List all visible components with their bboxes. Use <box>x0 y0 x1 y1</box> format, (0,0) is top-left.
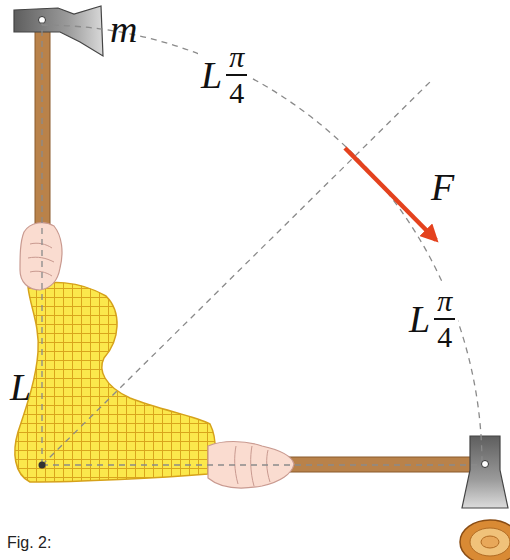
label-group: m <box>110 10 137 48</box>
symbol-label: L <box>409 300 430 338</box>
label-group: Lπ4 <box>198 40 250 110</box>
force-arrow <box>345 148 436 240</box>
pivot-dot <box>482 461 489 468</box>
log-ring <box>481 536 499 548</box>
symbol-label: π <box>226 42 247 76</box>
axe-head <box>462 436 508 508</box>
log-ring <box>470 528 510 556</box>
figure-caption: Fig. 2: <box>4 533 54 553</box>
axe-head <box>14 6 103 56</box>
symbol-label: π <box>434 286 455 320</box>
elbow-pivot <box>39 462 46 469</box>
swing-arc <box>42 25 482 465</box>
fraction: π4 <box>226 42 247 108</box>
radius-line <box>42 464 480 465</box>
label-group: L <box>10 368 31 406</box>
finger-lines <box>28 243 54 276</box>
symbol-label: L <box>201 56 222 94</box>
arm-sleeve <box>15 283 215 482</box>
symbol-label: m <box>110 10 137 48</box>
bisector-line <box>42 80 432 465</box>
radius-line <box>41 22 42 465</box>
symbol-label: F <box>431 168 454 206</box>
upper-hand <box>20 223 62 290</box>
label-group: F <box>428 166 457 208</box>
symbol-label: L <box>10 368 31 406</box>
label-group: Lπ4 <box>406 284 458 354</box>
fraction: π4 <box>434 286 455 352</box>
symbol-label: 4 <box>229 76 244 108</box>
finger-lines <box>235 446 270 486</box>
symbol-label: 4 <box>437 320 452 352</box>
log <box>460 520 510 560</box>
